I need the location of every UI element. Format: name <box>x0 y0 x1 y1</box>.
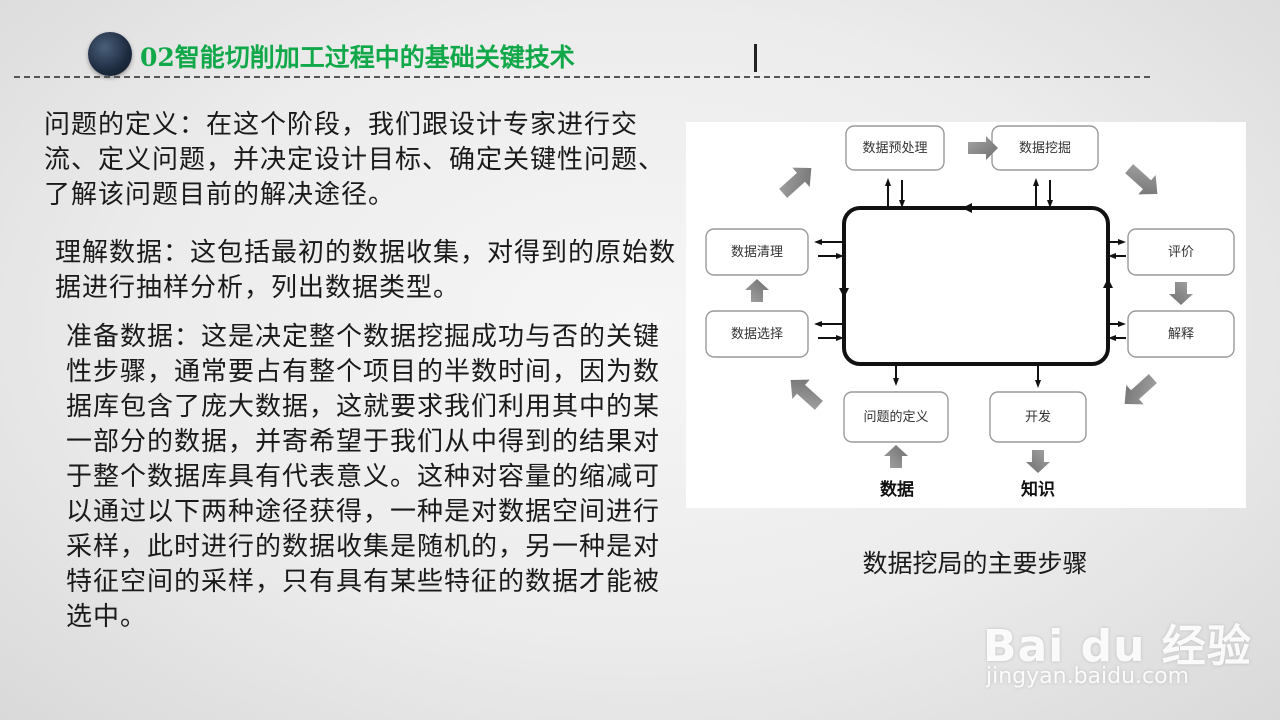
node-preprocess: 数据预处理 <box>862 141 927 156</box>
node-development: 开发 <box>1025 409 1051 425</box>
node-evaluation: 评价 <box>1168 245 1194 260</box>
label-input-data: 数据 <box>880 479 914 500</box>
node-box-definition <box>843 391 949 443</box>
node-cleaning: 数据清理 <box>731 245 783 260</box>
node-box-development <box>989 391 1087 443</box>
diagram-caption: 数据挖局的主要步骤 <box>862 549 1088 578</box>
node-mining: 数据挖掘 <box>1019 141 1071 156</box>
node-box-selection <box>705 310 809 358</box>
paragraph-understand-data: 理解数据：这包括最初的数据收集，对得到的原始数据进行抽样分析，列出数据类型。 <box>55 238 677 303</box>
title-cursor-bar <box>754 44 757 72</box>
paragraph-problem-definition: 问题的定义：在这个阶段，我们跟设计专家进行交流、定义问题，并决定设计目标、确定关… <box>44 110 666 210</box>
node-box-interpretation <box>1127 310 1235 358</box>
node-definition: 问题的定义 <box>863 409 928 425</box>
label-output-knowledge: 知识 <box>1020 479 1055 500</box>
watermark-logo: Bai du 经验 <box>983 621 1252 672</box>
central-loop <box>842 206 1110 366</box>
connector-arrows <box>814 178 1126 388</box>
node-boxes <box>705 125 1235 443</box>
title-divider <box>14 76 1150 78</box>
node-box-evaluation <box>1127 228 1235 276</box>
node-selection: 数据选择 <box>731 327 783 342</box>
flow-arrows <box>745 136 1193 473</box>
node-box-preprocess <box>845 125 945 171</box>
paragraph-prepare-data: 准备数据：这是决定整个数据挖掘成功与否的关键性步骤，通常要占有整个项目的半数时间… <box>66 322 661 632</box>
slide-title: 02智能切削加工过程中的基础关键技术 <box>140 43 575 72</box>
data-mining-diagram: 数据预处理 数据挖掘 数据清理 评价 数据选择 解释 问题的定义 开发 <box>686 122 1246 508</box>
loop-flow-arrows <box>839 203 1113 298</box>
title-bullet-dot <box>88 32 132 76</box>
node-interpretation: 解释 <box>1168 327 1194 342</box>
node-box-cleaning <box>705 228 809 276</box>
watermark-url: jingyan.baidu.com <box>986 664 1190 689</box>
